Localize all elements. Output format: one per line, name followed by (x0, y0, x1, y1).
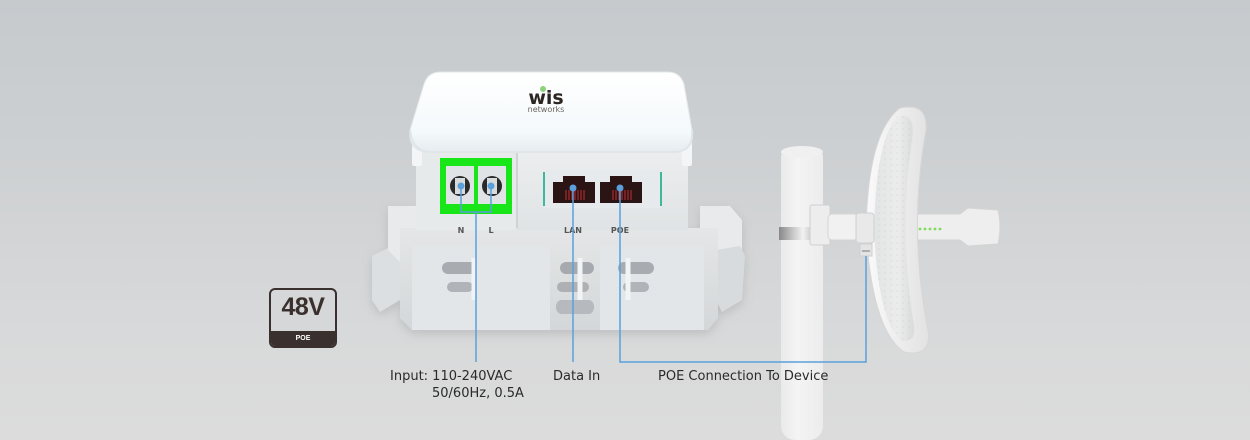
logo-main: wis (528, 87, 563, 109)
power-terminal-block (440, 158, 512, 214)
mounting-pole-top (781, 146, 823, 158)
terminal-label-l: L (488, 226, 493, 235)
input-callout-line1: Input: 110-240VAC (390, 369, 513, 384)
poe-48v-badge: 48V POE (269, 288, 337, 348)
outdoor-cpe-antenna (809, 106, 1001, 354)
mounting-pole (781, 148, 823, 440)
terminal-n-dot (457, 182, 465, 190)
rj45-port-panel (543, 170, 662, 208)
callout-lines (460, 186, 867, 363)
logo-sub: networks (528, 105, 565, 114)
mounting-frame (372, 206, 745, 330)
input-callout-line2: 50/60Hz, 0.5A (432, 386, 524, 401)
badge-type: POE (271, 331, 335, 346)
poe-connection-callout: POE Connection To Device (658, 369, 829, 384)
terminal-label-n: N (458, 226, 465, 235)
badge-voltage: 48V (281, 293, 325, 321)
poe-callout-line (619, 186, 867, 363)
terminal-l-dot (487, 182, 495, 190)
lan-port-dot (569, 184, 577, 192)
data-in-callout: Data In (553, 369, 601, 384)
poe-port-dot (616, 184, 624, 192)
wis-networks-logo: wis networks (528, 86, 565, 114)
